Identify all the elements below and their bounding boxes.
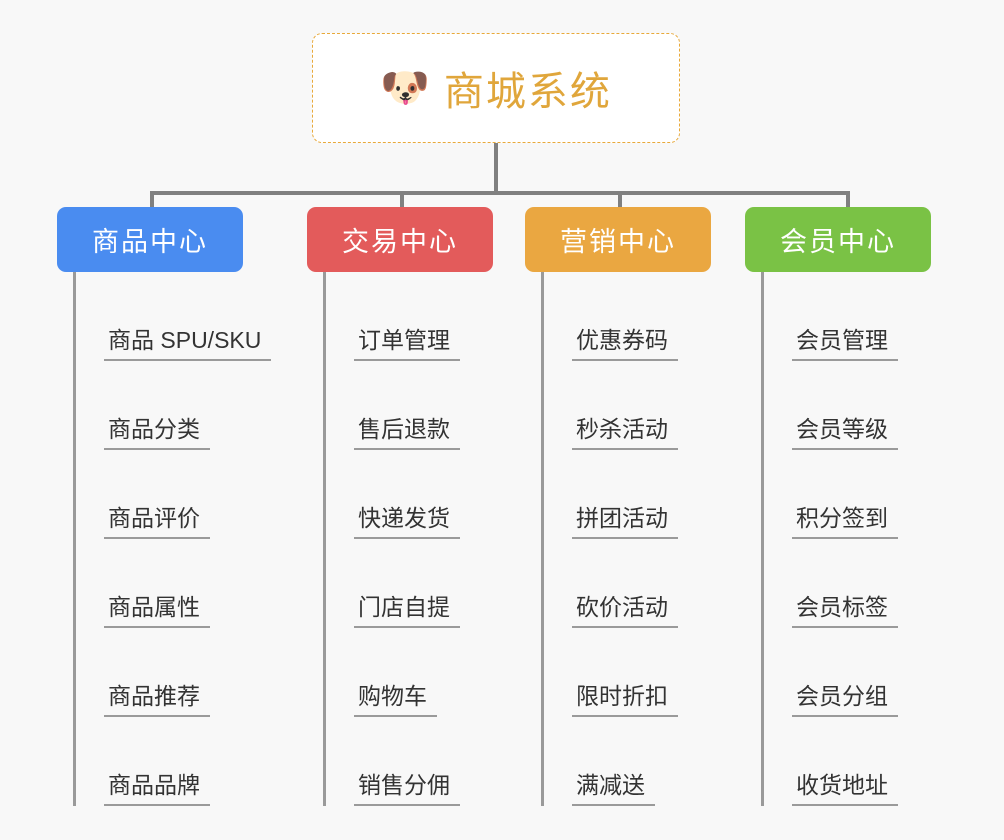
leaf-label: 满减送 bbox=[572, 772, 655, 806]
list-item[interactable]: 订单管理 bbox=[326, 272, 493, 361]
list-item[interactable]: 积分签到 bbox=[764, 450, 931, 539]
connector-drop-1 bbox=[150, 191, 154, 209]
branch-header-3-label: 营销中心 bbox=[560, 227, 676, 257]
list-item[interactable]: 快递发货 bbox=[326, 450, 493, 539]
branch-header-2-label: 交易中心 bbox=[342, 227, 458, 257]
leaf-label: 销售分佣 bbox=[354, 772, 460, 806]
branch-items-1: 商品 SPU/SKU 商品分类 商品评价 商品属性 商品推荐 商品品牌 bbox=[73, 272, 272, 806]
leaf-label: 会员管理 bbox=[792, 327, 898, 361]
list-item[interactable]: 会员分组 bbox=[764, 628, 931, 717]
list-item[interactable]: 商品评价 bbox=[76, 450, 271, 539]
branch-column-1: 商品中心 商品 SPU/SKU 商品分类 商品评价 商品属性 商品推荐 商品品牌 bbox=[57, 207, 272, 806]
list-item[interactable]: 会员标签 bbox=[764, 539, 931, 628]
connector-horizontal-bus bbox=[150, 191, 850, 195]
connector-root-stem bbox=[494, 143, 498, 193]
branch-items-3: 优惠券码 秒杀活动 拼团活动 砍价活动 限时折扣 满减送 bbox=[541, 272, 711, 806]
leaf-label: 商品分类 bbox=[104, 416, 210, 450]
root-node-title: 商城系统 bbox=[443, 70, 612, 114]
connector-drop-2 bbox=[400, 191, 404, 209]
list-item[interactable]: 会员管理 bbox=[764, 272, 931, 361]
leaf-label: 商品属性 bbox=[104, 594, 210, 628]
branch-column-4: 会员中心 会员管理 会员等级 积分签到 会员标签 会员分组 收货地址 bbox=[745, 207, 931, 806]
leaf-label: 门店自提 bbox=[354, 594, 460, 628]
connector-drop-4 bbox=[846, 191, 850, 209]
list-item[interactable]: 商品品牌 bbox=[76, 717, 271, 806]
leaf-label: 限时折扣 bbox=[572, 683, 678, 717]
list-item[interactable]: 会员等级 bbox=[764, 361, 931, 450]
list-item[interactable]: 商品属性 bbox=[76, 539, 271, 628]
list-item[interactable]: 秒杀活动 bbox=[544, 361, 711, 450]
list-item[interactable]: 收货地址 bbox=[764, 717, 931, 806]
list-item[interactable]: 优惠券码 bbox=[544, 272, 711, 361]
branch-column-3: 营销中心 优惠券码 秒杀活动 拼团活动 砍价活动 限时折扣 满减送 bbox=[525, 207, 711, 806]
leaf-label: 会员等级 bbox=[792, 416, 898, 450]
leaf-label: 收货地址 bbox=[792, 772, 898, 806]
leaf-label: 会员分组 bbox=[792, 683, 898, 717]
list-item[interactable]: 限时折扣 bbox=[544, 628, 711, 717]
list-item[interactable]: 砍价活动 bbox=[544, 539, 711, 628]
shiba-dog-face-icon: 🐶 bbox=[380, 66, 430, 110]
leaf-label: 会员标签 bbox=[792, 594, 898, 628]
list-item[interactable]: 商品推荐 bbox=[76, 628, 271, 717]
leaf-label: 拼团活动 bbox=[572, 505, 678, 539]
leaf-label: 商品品牌 bbox=[104, 772, 210, 806]
list-item[interactable]: 拼团活动 bbox=[544, 450, 711, 539]
leaf-label: 售后退款 bbox=[354, 416, 460, 450]
leaf-label: 秒杀活动 bbox=[572, 416, 678, 450]
leaf-label: 订单管理 bbox=[354, 327, 460, 361]
leaf-label: 购物车 bbox=[354, 683, 437, 717]
leaf-label: 优惠券码 bbox=[572, 327, 678, 361]
branch-column-2: 交易中心 订单管理 售后退款 快递发货 门店自提 购物车 销售分佣 bbox=[307, 207, 493, 806]
branch-header-1[interactable]: 商品中心 bbox=[57, 207, 243, 272]
connector-drop-3 bbox=[618, 191, 622, 209]
list-item[interactable]: 满减送 bbox=[544, 717, 711, 806]
list-item[interactable]: 门店自提 bbox=[326, 539, 493, 628]
branch-header-4[interactable]: 会员中心 bbox=[745, 207, 931, 272]
list-item[interactable]: 商品 SPU/SKU bbox=[76, 272, 272, 361]
list-item[interactable]: 售后退款 bbox=[326, 361, 493, 450]
branch-header-4-label: 会员中心 bbox=[780, 227, 896, 257]
leaf-label: 商品 SPU/SKU bbox=[104, 327, 272, 361]
branch-header-3[interactable]: 营销中心 bbox=[525, 207, 711, 272]
branch-header-1-label: 商品中心 bbox=[92, 227, 208, 257]
leaf-label: 积分签到 bbox=[792, 505, 898, 539]
leaf-label: 快递发货 bbox=[354, 505, 460, 539]
leaf-label: 砍价活动 bbox=[572, 594, 678, 628]
root-node-mall-system[interactable]: 🐶 商城系统 bbox=[312, 33, 680, 143]
branch-items-4: 会员管理 会员等级 积分签到 会员标签 会员分组 收货地址 bbox=[761, 272, 931, 806]
branch-header-2[interactable]: 交易中心 bbox=[307, 207, 493, 272]
leaf-label: 商品评价 bbox=[104, 505, 210, 539]
list-item[interactable]: 商品分类 bbox=[76, 361, 271, 450]
branch-items-2: 订单管理 售后退款 快递发货 门店自提 购物车 销售分佣 bbox=[323, 272, 493, 806]
list-item[interactable]: 销售分佣 bbox=[326, 717, 493, 806]
list-item[interactable]: 购物车 bbox=[326, 628, 493, 717]
leaf-label: 商品推荐 bbox=[104, 683, 210, 717]
